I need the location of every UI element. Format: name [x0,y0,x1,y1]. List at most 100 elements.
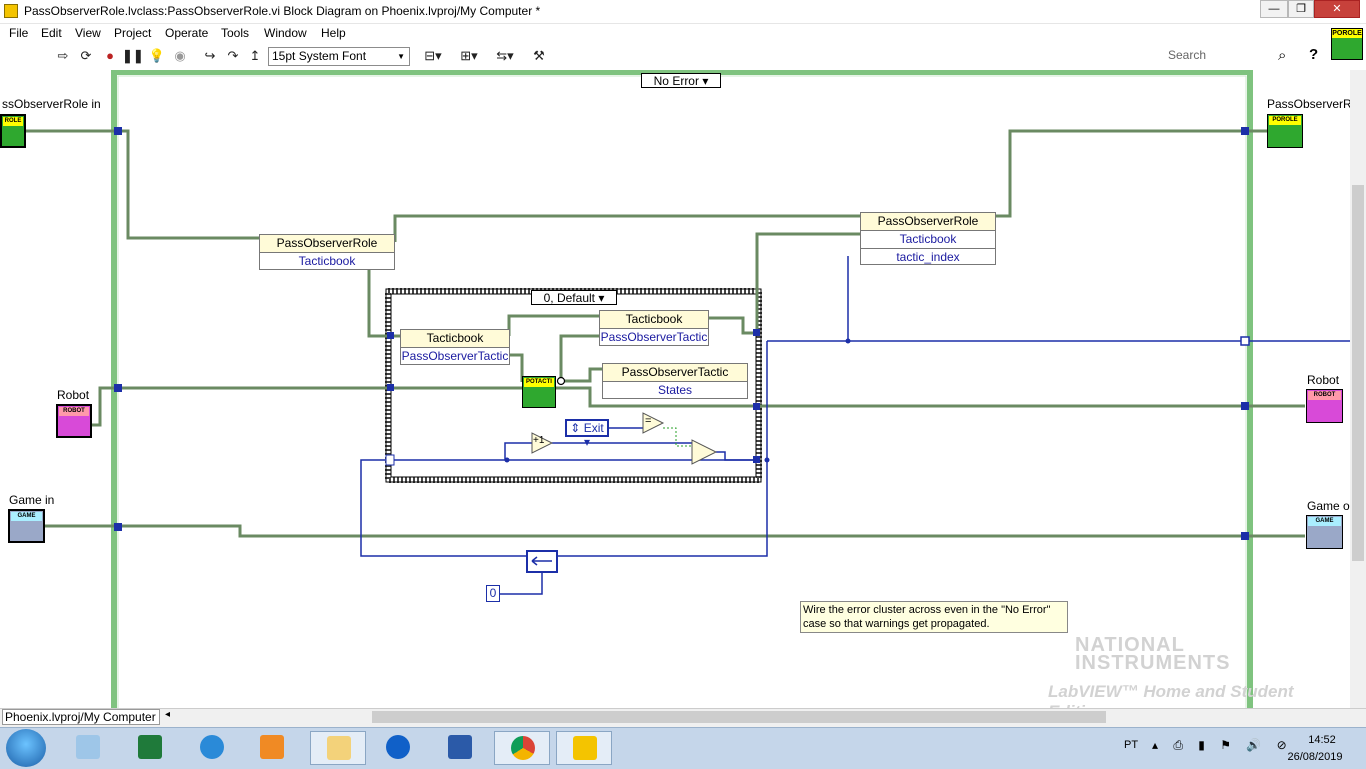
pause-icon[interactable]: ❚❚ [122,48,144,63]
game-out-terminal[interactable]: GAME [1306,515,1343,549]
watermark-instruments: INSTRUMENTS [1075,652,1231,674]
robot-out-cap: ROBOT [1308,391,1341,400]
inner-case-selector-value: 0, Default [543,291,595,305]
taskbar-app-explorer[interactable] [66,731,110,765]
context-help-icon[interactable]: ? [1309,46,1319,63]
taskbar-app-file-explorer[interactable] [310,731,366,765]
vertical-scroll-thumb[interactable] [1352,185,1364,561]
search-icon[interactable]: ⌕ [1278,47,1287,64]
menu-edit[interactable]: Edit [41,26,62,40]
node-header: PassObserverRole [260,235,394,253]
potactic-subvi[interactable]: POTACTI [522,376,556,408]
menu-project[interactable]: Project [114,26,152,40]
taskbar-app-teamviewer[interactable] [376,731,420,765]
menu-operate[interactable]: Operate [165,26,209,40]
search-input[interactable]: Search [1168,48,1207,62]
node-row: Tacticbook [298,254,356,268]
run-arrow-icon[interactable]: ⇨ [57,48,69,63]
bundle-by-name-tacticbook[interactable]: Tacticbook PassObserverTactic [599,310,709,346]
font-dropdown[interactable]: 15pt System Font▼ [268,47,410,66]
node-row: Tacticbook [861,231,995,249]
node-header: PassObserverRole [861,213,995,231]
menu-tools[interactable]: Tools [221,26,250,40]
equal-node [642,412,665,434]
wire-role-in [24,129,259,240]
role-in-cap: ROLE [3,117,23,126]
terminal-label-game-in: Game in [9,493,55,507]
case-selector-value: No Error [653,74,699,88]
start-button-icon[interactable] [6,729,46,767]
taskbar-app-media-player[interactable] [250,731,294,765]
menu-help[interactable]: Help [321,26,346,40]
robot-in-cap: ROBOT [59,407,89,416]
game-in-terminal[interactable]: GAME [8,509,45,543]
taskbar-app-chrome[interactable] [494,731,550,765]
taskbar-app-excel[interactable] [128,731,172,765]
excel-icon [138,735,162,759]
node-row: tactic_index [896,250,960,264]
toolbar [0,44,1330,70]
taskbar-app-labview[interactable] [556,731,612,765]
clock-date[interactable]: 26/08/2019 [1287,751,1343,763]
language-indicator[interactable]: PT [1124,739,1139,751]
block-diagram[interactable]: No Error ▾ 0, Default ▾ ssObserverRole i… [0,70,1350,708]
role-in-terminal[interactable]: ROLE [0,114,26,148]
maximize-button[interactable]: ❐ [1288,0,1314,18]
menu-view[interactable]: View [75,26,101,40]
node-header: Tacticbook [401,330,509,348]
vi-icon[interactable]: POROLE [1331,28,1363,60]
taskbar-app-word[interactable] [438,731,482,765]
abort-icon[interactable]: ● [106,48,114,63]
node-header: Tacticbook [600,311,708,329]
exit-enum-constant[interactable]: ⇕ Exit ▾ [565,419,609,449]
taskbar-app-ie[interactable] [190,731,234,765]
align-objects-icon[interactable]: ⊟▾ [424,48,442,63]
retain-wire-values-icon[interactable]: ◉ [174,48,186,63]
horizontal-scroll-thumb[interactable] [372,711,1106,723]
unbundle-by-name-role[interactable]: PassObserverRole Tacticbook [259,234,395,270]
step-out-icon[interactable]: ↥ [249,48,261,63]
labview-window-icon[interactable] [4,4,18,18]
scroll-left-icon[interactable]: ◂ [165,709,171,720]
greater-or-equal-node [691,439,718,465]
clock-time[interactable]: 14:52 [1308,734,1336,746]
node-header: PassObserverTactic [603,364,747,382]
exit-enum-value: Exit [583,421,604,435]
watermark-national: NATIONAL [1075,634,1185,656]
unbundle-by-name-tacticbook[interactable]: Tacticbook PassObserverTactic [400,329,510,365]
diagram-comment[interactable]: Wire the error cluster across even in th… [800,601,1068,633]
folder-icon [327,736,351,760]
zero-constant[interactable]: 0 [486,585,500,602]
node-row: PassObserverTactic [600,330,708,344]
step-into-icon[interactable]: ↪ [204,48,216,63]
inner-case-selector[interactable]: 0, Default ▾ [531,290,617,305]
run-continuously-icon[interactable]: ⟳ [80,48,92,63]
distribute-objects-icon[interactable]: ⊞▾ [460,48,478,63]
bundle-by-name-role[interactable]: PassObserverRole Tacticbook tactic_index [860,212,996,265]
potactic-cap: POTACTI [524,378,554,387]
increment-label: +1 [533,435,545,446]
step-over-icon[interactable]: ↷ [227,48,239,63]
reorder-icon[interactable]: ⇆▾ [496,48,514,63]
highlight-execution-icon[interactable]: 💡 [148,48,166,63]
teamviewer-icon [386,735,410,759]
project-context[interactable]: Phoenix.lvproj/My Computer [2,709,160,725]
unbundle-by-name-tactic[interactable]: PassObserverTactic States [602,363,748,399]
taskbar [0,727,1366,769]
font-dropdown-value: 15pt System Font [272,49,367,63]
tray-icons[interactable]: ▴ ⎙ ▮ ⚑ 🔊 ⊘ [1152,738,1293,752]
menu-window[interactable]: Window [264,26,307,40]
menu-file[interactable]: File [9,26,29,40]
minimize-button[interactable]: — [1260,0,1288,18]
clean-up-diagram-icon[interactable]: ⚒ [533,48,545,63]
robot-out-terminal[interactable]: ROBOT [1306,389,1343,423]
diagram-wires [24,70,1350,708]
robot-in-terminal[interactable]: ROBOT [56,404,92,438]
close-button[interactable]: ✕ [1314,0,1360,18]
equal-label: = [645,415,652,427]
vi-icon-label: POROLE [1332,29,1362,38]
terminal-label-role-in: ssObserverRole in [2,97,101,111]
node-row: States [657,383,693,397]
role-out-terminal[interactable]: POROLE [1267,114,1303,148]
case-selector[interactable]: No Error ▾ [641,73,721,88]
